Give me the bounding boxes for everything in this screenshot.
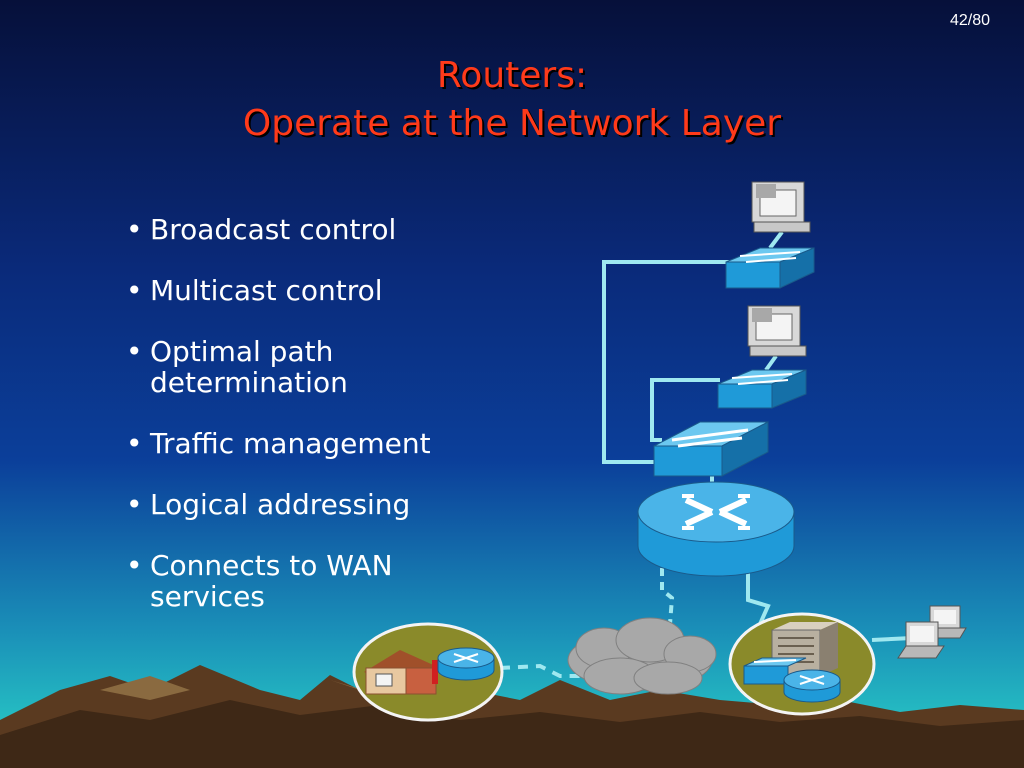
bullet-dot-icon: • — [126, 274, 143, 307]
bullet-list: •Broadcast control •Multicast control •O… — [124, 214, 504, 642]
bullet-item: •Broadcast control — [126, 213, 397, 246]
switch-icon — [717, 369, 807, 409]
bullet-dot-icon: • — [126, 427, 143, 460]
remote-site-home — [352, 622, 504, 722]
router-icon — [637, 481, 795, 577]
connection-links — [499, 230, 913, 678]
slide-title: Routers: Operate at the Network Layer — [0, 52, 1024, 148]
switch-icon — [725, 247, 815, 289]
title-line-2: Operate at the Network Layer — [242, 103, 782, 144]
remote-site-office — [728, 612, 876, 716]
building-icon — [771, 622, 838, 677]
bullet-item: •Optimal path determination — [126, 335, 348, 399]
house-icon — [364, 650, 440, 695]
bullet-dot-icon: • — [126, 335, 143, 368]
bullet-item: •Multicast control — [126, 274, 383, 307]
switch-icon — [743, 657, 807, 685]
bullet-dot-icon: • — [126, 488, 143, 521]
router-icon — [437, 647, 495, 681]
switch-icon — [653, 421, 769, 477]
bullet-item: •Logical addressing — [126, 488, 411, 521]
bullet-item: •Traffic management — [126, 427, 431, 460]
title-line-1: Routers: — [436, 55, 588, 96]
router-icon — [783, 669, 841, 703]
computer-icon — [751, 181, 811, 233]
laptop-icon — [897, 621, 945, 659]
bullet-dot-icon: • — [126, 213, 143, 246]
computer-icon — [747, 305, 807, 357]
cloud-icon — [567, 617, 717, 695]
page-number: 42/80 — [949, 12, 990, 29]
bullet-item: •Connects to WAN services — [126, 549, 393, 613]
bullet-dot-icon: • — [126, 549, 143, 582]
mountains-scenery — [0, 660, 1024, 768]
